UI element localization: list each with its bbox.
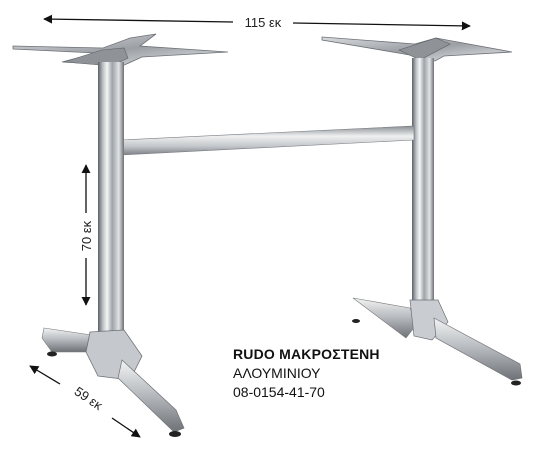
- height-label: 70 εκ: [79, 220, 94, 251]
- product-name: RUDO ΜΑΚΡΟΣΤΕΝΗ: [233, 346, 380, 362]
- height-dimension: 70 εκ: [79, 164, 94, 306]
- crossbar: [119, 125, 415, 156]
- width-dimension: 115 εκ: [43, 14, 471, 31]
- product-code: 08-0154-41-70: [233, 384, 325, 400]
- width-label: 115 εκ: [245, 15, 282, 30]
- right-leg: [321, 36, 523, 386]
- product-info: RUDO ΜΑΚΡΟΣΤΕΝΗ ΑΛΟΥΜΙΝΙΟΥ 08-0154-41-70: [233, 345, 380, 402]
- product-material: ΑΛΟΥΜΙΝΙΟΥ: [233, 365, 321, 381]
- left-leg: [12, 33, 229, 437]
- depth-label: 59 εκ: [72, 384, 106, 414]
